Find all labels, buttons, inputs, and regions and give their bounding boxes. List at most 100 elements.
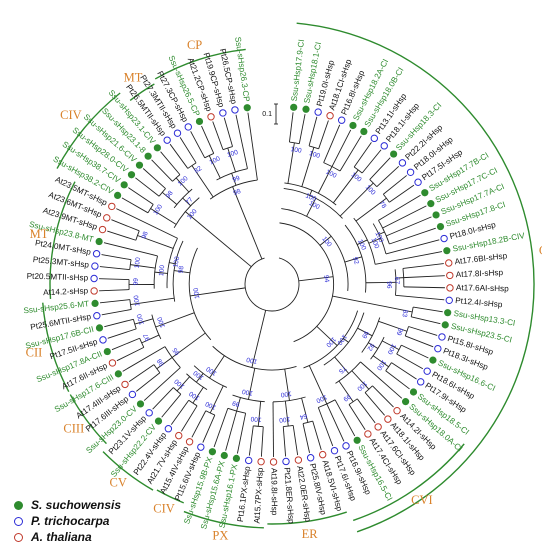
open-circle-icon	[445, 296, 453, 305]
leaf-branch	[339, 135, 362, 172]
bootstrap-value: 100	[152, 203, 164, 216]
tree-branch	[192, 387, 204, 404]
clade-arc	[296, 22, 535, 533]
tree-branch	[154, 271, 168, 274]
clade-connector	[172, 174, 181, 182]
leaf-branch	[323, 124, 341, 163]
leaf-branch	[128, 364, 155, 382]
tree-branch	[339, 182, 374, 217]
bootstrap-value: 100	[241, 387, 254, 396]
leaf-branch	[312, 420, 322, 450]
tree-branch	[378, 320, 408, 332]
leaf-branch	[235, 114, 248, 169]
filled-circle-icon	[349, 121, 357, 130]
bootstrap-value: 67	[393, 277, 400, 285]
tree-branch	[232, 186, 263, 260]
filled-circle-icon	[421, 189, 429, 197]
clade-connector	[396, 344, 402, 355]
leaf-branch	[135, 177, 160, 197]
leaf-branch	[375, 251, 443, 265]
open-circle-icon	[330, 446, 339, 455]
legend-label: P. trichocarpa	[31, 514, 110, 528]
filled-circle-icon	[429, 356, 437, 364]
group-labels: CICPMTCIVMTCIICIIICVCIVPXERCVI	[26, 38, 542, 543]
clade-connector	[279, 222, 335, 343]
leaf-branch	[190, 131, 206, 159]
tree-branch	[173, 270, 191, 274]
group-label: CIV	[60, 108, 82, 122]
leaf-branch	[302, 423, 310, 453]
open-circle-icon	[108, 359, 117, 367]
bootstrap-value: 100	[280, 389, 292, 398]
clade-connector	[303, 310, 359, 369]
open-circle-icon	[164, 425, 173, 433]
clade-arc	[129, 83, 155, 101]
bootstrap-value: 100	[304, 192, 317, 203]
leaf-label: At17.8I-sHsp	[456, 268, 504, 279]
open-circle-icon	[98, 225, 107, 234]
clade-connector	[173, 188, 193, 209]
leaf-branch	[378, 194, 421, 221]
filled-circle-icon	[290, 103, 298, 111]
leaf-label: At14.2-sHsp	[43, 286, 89, 297]
open-circle-icon	[337, 116, 346, 124]
leaf-branch	[213, 408, 229, 448]
open-circle-icon	[145, 409, 153, 417]
leaf-branch	[103, 242, 158, 257]
filled-circle-icon	[232, 454, 241, 463]
clade-connector	[173, 197, 200, 229]
filled-circle-icon	[427, 200, 435, 208]
tree-branches	[99, 112, 445, 457]
filled-circle-icon	[436, 222, 445, 231]
filled-circle-icon	[353, 436, 361, 444]
bootstrap-value: 100	[133, 294, 142, 306]
open-circle-icon	[197, 443, 205, 451]
group-label: CI	[539, 243, 542, 257]
open-circle-icon	[318, 450, 327, 459]
clade-connector	[370, 336, 385, 360]
leaf-branch	[170, 400, 190, 425]
group-label: CV	[110, 476, 127, 490]
tree-branch	[351, 370, 370, 390]
leaf-branch	[331, 129, 352, 167]
clade-connector	[151, 314, 162, 340]
filled-circle-icon	[443, 247, 451, 255]
leaf-branch	[111, 337, 140, 351]
bootstrap-value: 100	[136, 313, 146, 326]
tree-branch	[130, 264, 156, 269]
filled-circle-icon	[95, 237, 103, 246]
filled-circle-icon	[114, 191, 122, 200]
bootstrap-value: 100	[250, 415, 262, 423]
tree-branch	[185, 211, 252, 268]
bootstrap-value: 98	[156, 357, 166, 367]
clade-connector	[212, 345, 297, 371]
filled-circle-icon	[127, 171, 136, 179]
open-circle-icon	[269, 458, 278, 466]
clade-connector	[209, 179, 258, 200]
leaf-branch	[151, 159, 173, 182]
clade-connector	[188, 247, 212, 341]
filled-circle-icon	[302, 105, 310, 113]
open-circle-icon	[440, 234, 448, 243]
bootstrap-value: 100	[324, 335, 337, 348]
leaf-label: Pt16.1PX-sHsp	[236, 465, 252, 522]
open-circle-icon	[384, 415, 392, 423]
bootstrap-value: 98	[233, 188, 243, 197]
tree-branch	[134, 318, 154, 325]
leaf-label: Pt20.5MTII-sHsp	[27, 272, 89, 283]
bootstrap-value: 100	[325, 169, 338, 180]
leaf-branch	[116, 208, 178, 239]
clade-connector	[372, 223, 387, 254]
open-circle-icon	[446, 271, 454, 280]
clade-connector	[284, 182, 337, 206]
tree-branch	[137, 235, 174, 249]
group-label: CIII	[63, 422, 84, 436]
bootstrap-value: 100	[245, 355, 258, 364]
open-circle-icon	[374, 423, 382, 431]
open-circle-icon	[99, 336, 107, 344]
leaf-branch	[308, 116, 318, 147]
tree-branch	[227, 147, 236, 173]
bootstrap-value: 100	[186, 208, 199, 221]
tree-branch	[316, 325, 338, 346]
